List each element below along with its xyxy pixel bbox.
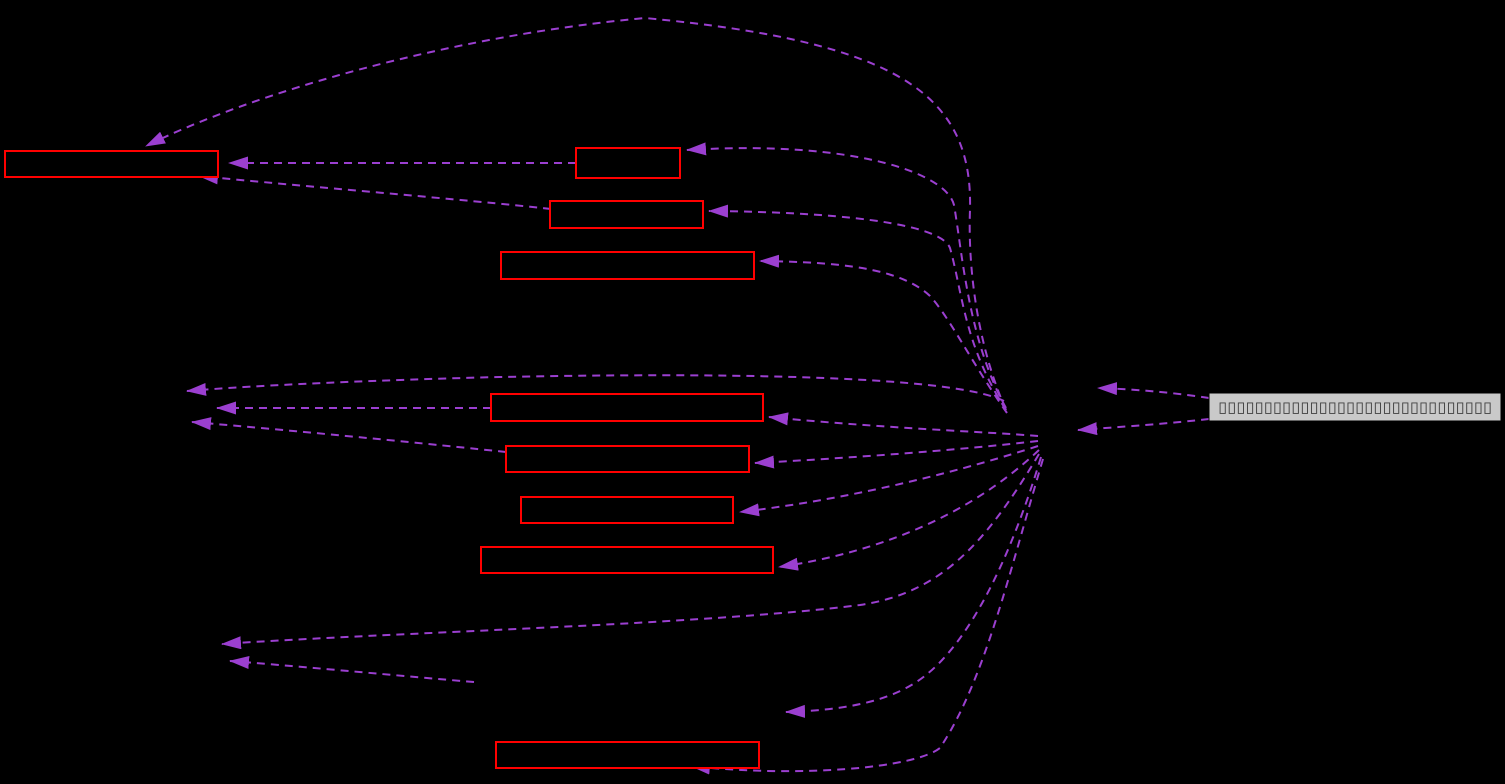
edges-layer xyxy=(145,16,1210,775)
nodes-layer: ▯▯▯▯▯▯▯▯▯▯▯▯▯▯▯▯▯▯▯▯▯▯▯▯▯▯▯▯▯▯ xyxy=(4,147,1502,769)
graph-node-node-9[interactable] xyxy=(495,741,760,769)
edge-hidden-to-hidden-e xyxy=(229,655,475,683)
graph-node-node-2[interactable] xyxy=(575,147,681,179)
graph-node-node-3[interactable] xyxy=(549,200,704,229)
edge-central-to-hidden-1 xyxy=(1097,382,1210,399)
edge-hub-to-hidden-d xyxy=(221,453,1040,650)
central-node-label: ▯▯▯▯▯▯▯▯▯▯▯▯▯▯▯▯▯▯▯▯▯▯▯▯▯▯▯▯▯▯ xyxy=(1218,398,1492,416)
graph-node-node-7[interactable] xyxy=(520,496,734,524)
graph-node-node-5[interactable] xyxy=(490,393,764,422)
edge-hub-to-node4 xyxy=(759,254,1008,414)
edge-hub-to-node9 xyxy=(690,458,1044,775)
edge-central-to-hidden-2 xyxy=(1077,418,1210,436)
edge-hub-to-hidden-f xyxy=(785,456,1042,718)
edge-hub-to-node3 xyxy=(708,204,1007,411)
edge-node3-to-node1 xyxy=(198,171,552,210)
edge-hub-to-node6 xyxy=(754,440,1039,469)
edge-hub-to-node2 xyxy=(686,142,1007,409)
edge-hub-to-hidden-a xyxy=(186,374,1005,402)
central-node xyxy=(1208,392,1502,422)
edge-hub-to-node5 xyxy=(768,412,1039,437)
graph-node-node-1[interactable] xyxy=(4,150,219,178)
graph-node-node-6[interactable] xyxy=(505,445,750,473)
edge-hub-to-node1-top xyxy=(145,16,1007,411)
edge-hub-to-node8 xyxy=(778,449,1040,571)
graph-node-node-8[interactable] xyxy=(480,546,774,574)
edge-node6-to-hidden-c xyxy=(191,417,507,453)
graph-node-node-4[interactable] xyxy=(500,251,755,280)
edge-hub-to-node7 xyxy=(739,445,1039,517)
